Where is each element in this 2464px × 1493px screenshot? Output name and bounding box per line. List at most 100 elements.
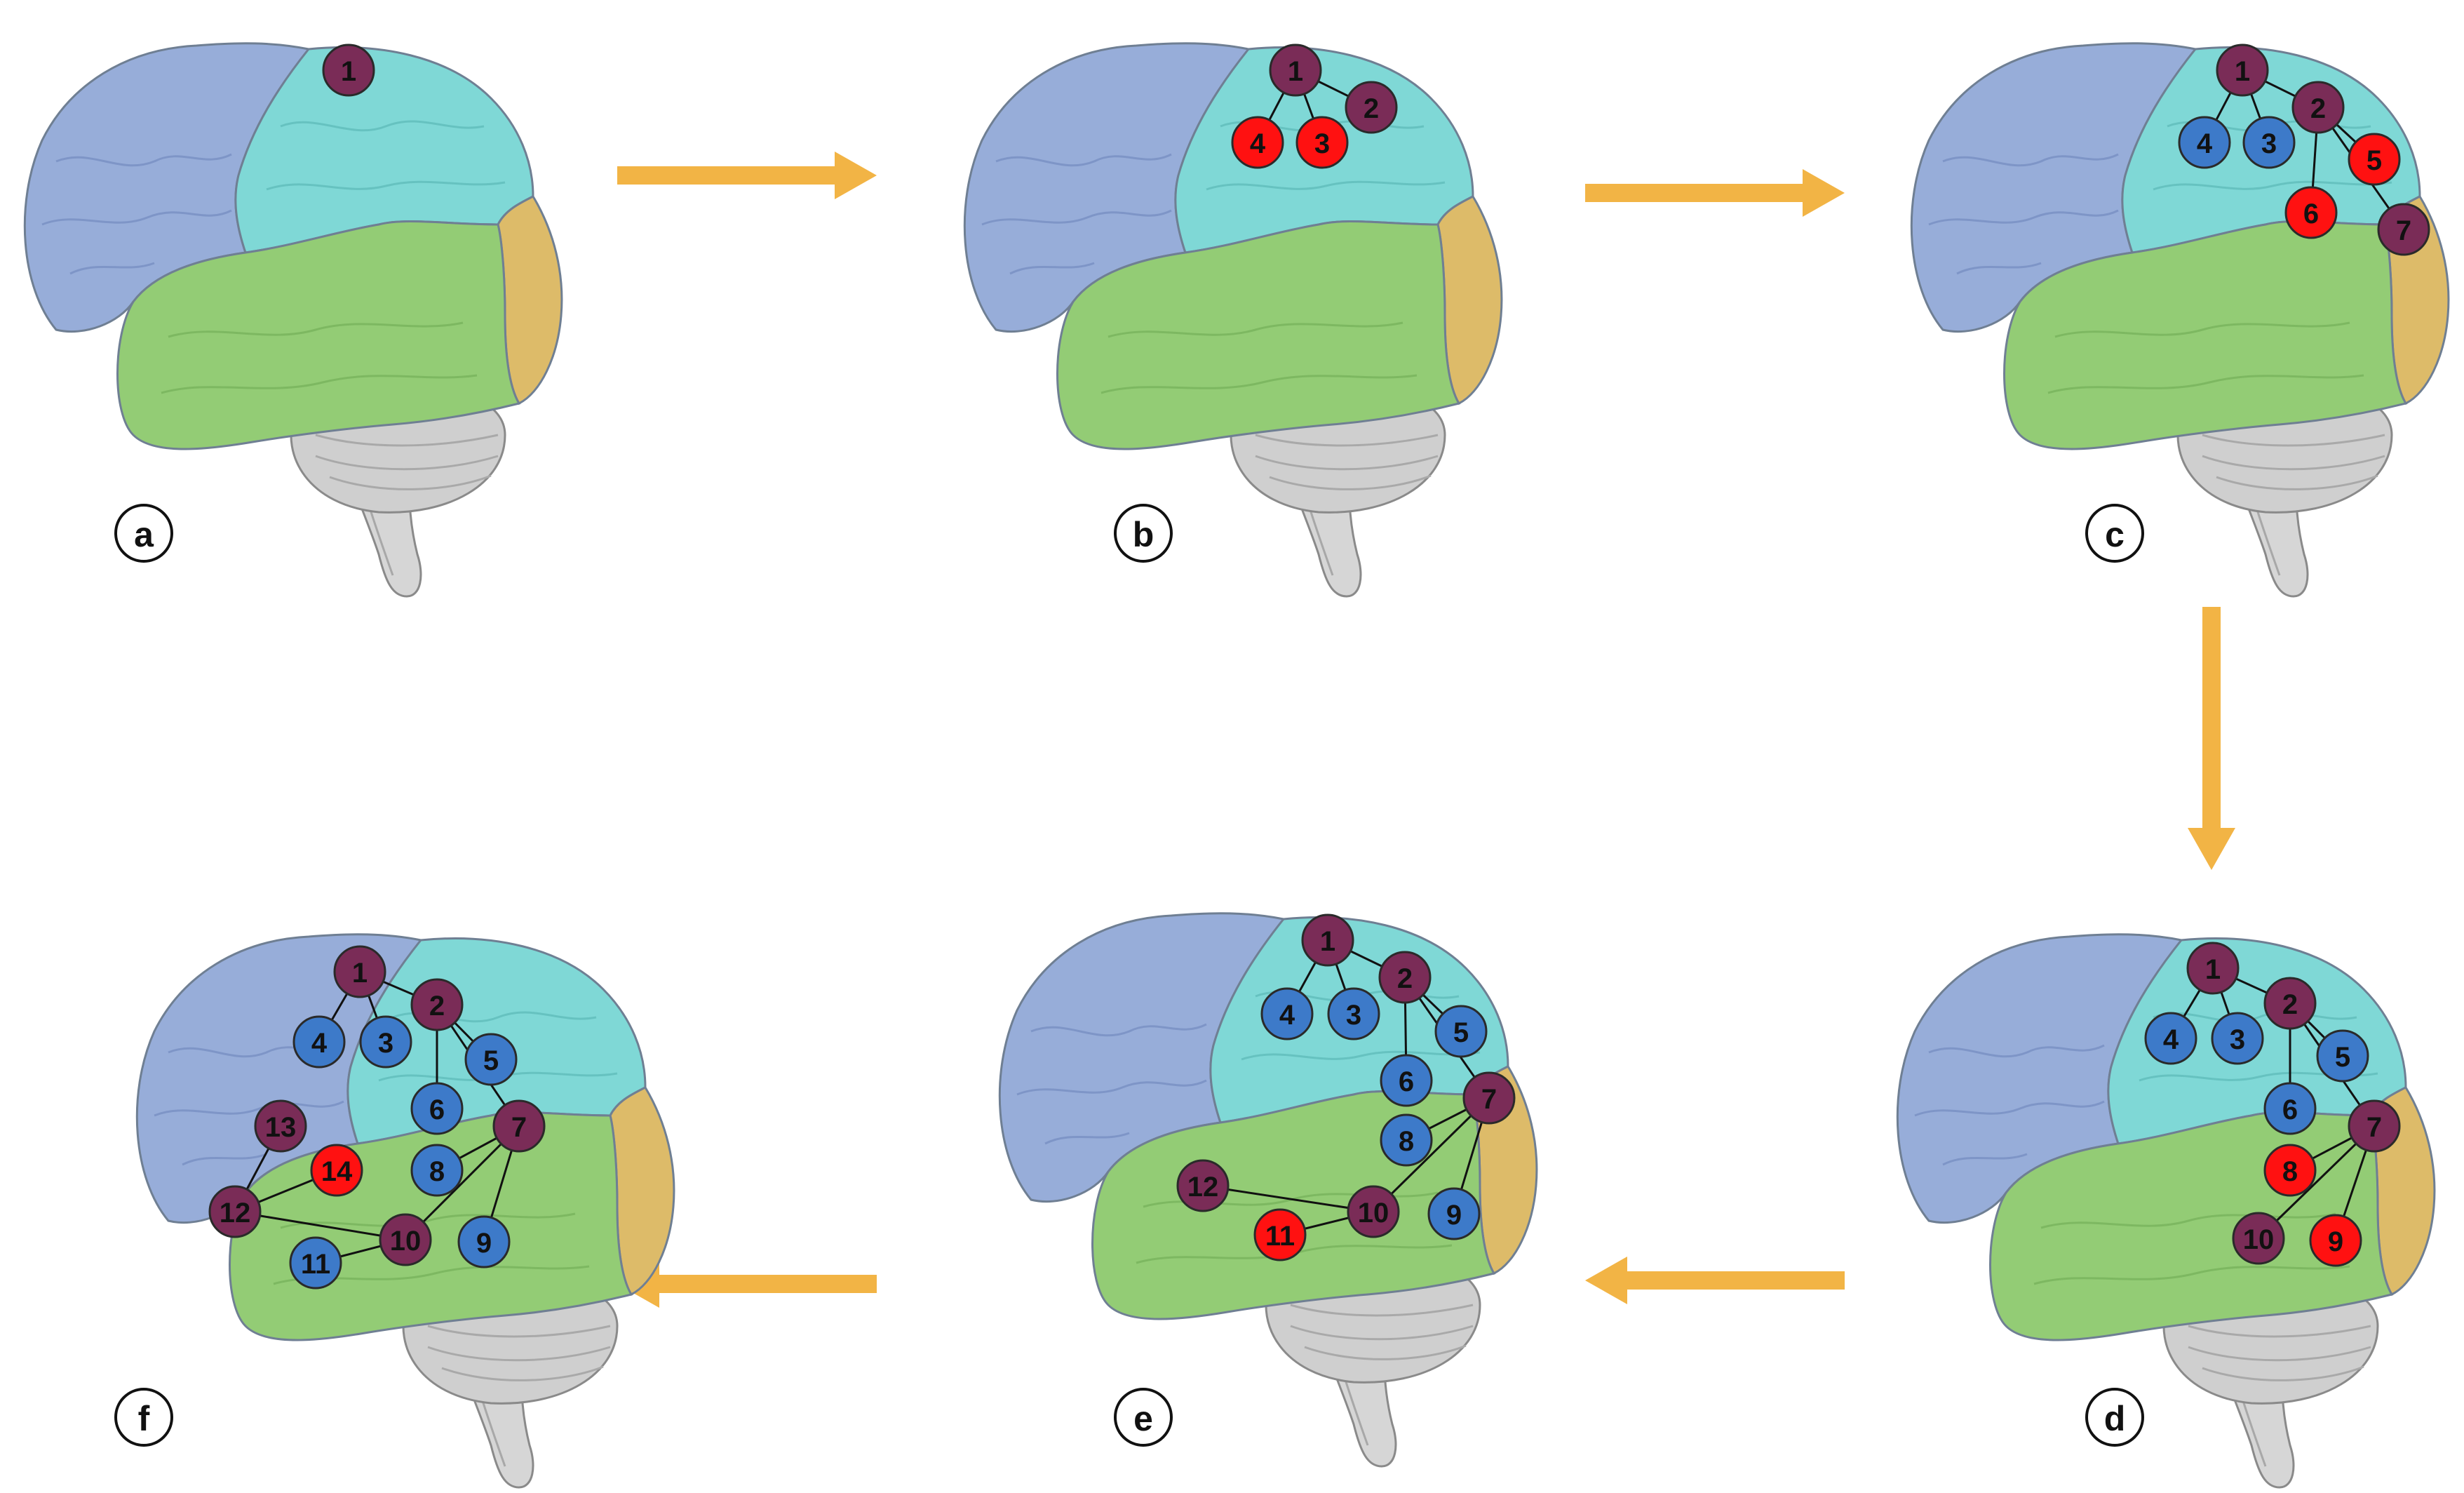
node-label: 13 [265,1112,297,1143]
node-label: 5 [2367,145,2382,176]
panel-label: b [1133,515,1154,554]
node-5: 5 [2348,133,2401,186]
node-circle [1269,43,1322,97]
node-label: 7 [1481,1084,1497,1115]
node-circle [1345,81,1398,134]
panel-label: e [1133,1399,1153,1438]
node-label: 6 [1399,1066,1414,1097]
node-circle [379,1213,432,1266]
node-circle [1347,1185,1400,1238]
node-circle [1462,1071,1516,1125]
node-circle [410,978,464,1031]
node-circle [1301,913,1354,967]
node-7: 7 [2377,203,2430,256]
node-label: 4 [1250,128,1266,159]
node-1: 1 [2216,43,2269,97]
node-7: 7 [2348,1099,2401,1153]
panel-label-badge: b [1114,504,1173,563]
node-label: 1 [341,56,356,87]
node-label: 1 [1320,926,1335,957]
panel-label-badge: f [114,1388,173,1447]
node-label: 4 [2197,128,2213,159]
node-circle [1434,1005,1488,1058]
node-label: 14 [321,1156,353,1187]
panel-label: a [134,515,154,554]
node-10: 10 [379,1213,432,1266]
node-2: 2 [2291,81,2345,134]
node-circle [2242,116,2296,169]
node-4: 4 [1231,116,1284,169]
node-label: 11 [301,1249,330,1280]
node-2: 2 [1345,81,1398,134]
node-8: 8 [410,1144,464,1197]
node-label: 3 [378,1028,393,1059]
node-label: 10 [1358,1198,1389,1228]
node-6: 6 [1380,1054,1433,1107]
panel-a: 1a [23,42,563,598]
node-circle [492,1099,546,1153]
node-label: 2 [1364,93,1379,124]
node-label: 1 [2205,954,2221,985]
node-2: 2 [1378,951,1432,1004]
node-9: 9 [2309,1214,2362,1267]
node-label: 4 [2163,1024,2179,1055]
node-circle [2263,1082,2317,1135]
node-13: 13 [254,1099,307,1153]
node-9: 9 [1427,1187,1481,1240]
node-circle [1260,987,1314,1040]
node-circle [289,1236,342,1290]
node-label: 10 [2243,1224,2275,1255]
node-circle [2377,203,2430,256]
node-label: 11 [1265,1221,1295,1252]
node-circle [1253,1208,1307,1261]
node-label: 5 [1453,1017,1469,1048]
node-label: 2 [2282,989,2298,1020]
node-label: 9 [476,1228,492,1259]
node-circle [2263,1144,2317,1197]
node-label: 1 [1288,56,1303,87]
edge-10-12 [1202,1184,1374,1213]
node-circle [410,1082,464,1135]
node-6: 6 [2284,186,2338,239]
node-1: 1 [2186,942,2240,995]
node-circle [2232,1212,2285,1265]
node-11: 11 [289,1236,342,1290]
node-4: 4 [1260,987,1314,1040]
node-8: 8 [2263,1144,2317,1197]
node-circle [333,945,386,998]
node-circle [292,1015,346,1069]
node-circle [2216,43,2269,97]
node-2: 2 [410,978,464,1031]
node-label: 1 [2235,56,2250,87]
node-label: 6 [429,1094,445,1125]
node-label: 9 [2328,1226,2343,1257]
node-label: 6 [2303,199,2319,229]
panel-label: d [2104,1399,2126,1438]
node-label: 9 [1446,1200,1462,1231]
node-label: 10 [390,1226,422,1257]
node-7: 7 [1462,1071,1516,1125]
node-circle [2309,1214,2362,1267]
node-label: 7 [2396,215,2411,246]
flow-arrow-e-to-f [617,1260,877,1308]
node-12: 12 [208,1185,262,1238]
node-1: 1 [333,945,386,998]
node-6: 6 [2263,1082,2317,1135]
node-circle [1378,951,1432,1004]
node-circle [1427,1187,1481,1240]
node-circle [322,43,375,97]
node-4: 4 [2144,1012,2197,1065]
node-label: 3 [1346,1000,1361,1031]
node-10: 10 [1347,1185,1400,1238]
panel-label-circle [1114,1388,1173,1447]
edge-7-10 [1372,1097,1490,1213]
node-3: 3 [359,1015,412,1069]
node-circle [457,1215,511,1268]
node-12: 12 [1176,1159,1230,1212]
node-label: 6 [2282,1094,2298,1125]
